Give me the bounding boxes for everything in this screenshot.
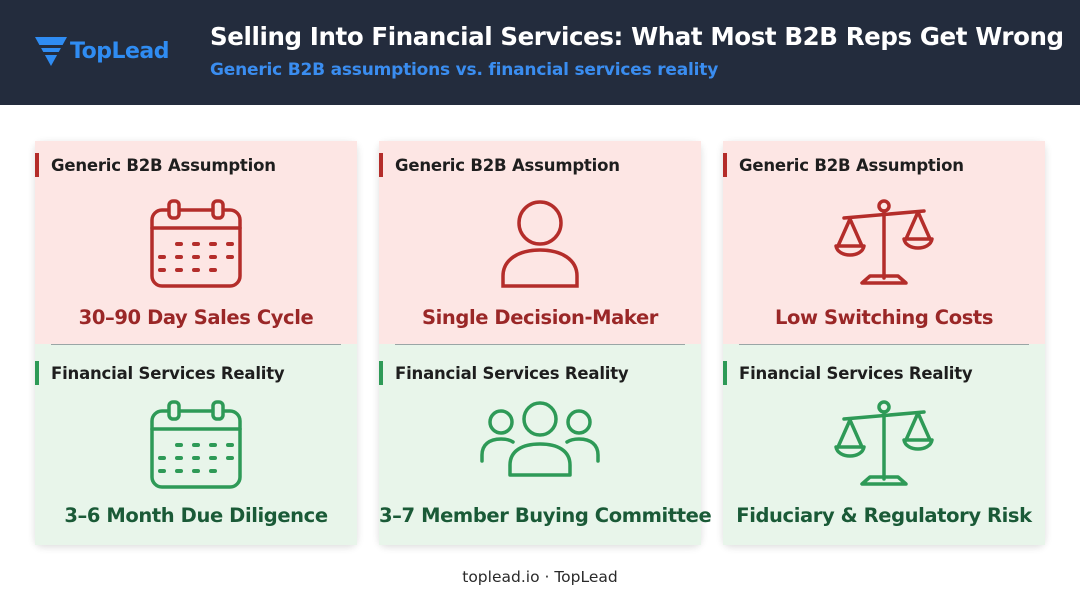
page-subtitle: Generic B2B assumptions vs. financial se…: [210, 60, 719, 80]
reality-label: Financial Services Reality: [379, 361, 701, 385]
logo-text: TopLead: [70, 38, 169, 64]
people-group-icon: [480, 401, 600, 477]
logo[interactable]: TopLead: [34, 33, 184, 69]
reality-text: 3–6 Month Due Diligence: [64, 504, 328, 527]
section-divider: [739, 344, 1029, 345]
assumption-label: Generic B2B Assumption: [723, 153, 1045, 177]
comparison-card-sales-cycle: Generic B2B Assumption 30–90 Day Sales C…: [35, 141, 357, 545]
reality-label: Financial Services Reality: [35, 361, 357, 385]
logo-triangle-icon: [35, 37, 67, 66]
assumption-text: Low Switching Costs: [774, 306, 994, 329]
comparison-card-switching-costs: Generic B2B Assumption Low Switching Cos…: [723, 141, 1045, 545]
assumption-label: Generic B2B Assumption: [379, 153, 701, 177]
page-title: Selling Into Financial Services: What Mo…: [210, 22, 1064, 51]
reality-section: Financial Services Reality 3–6 Month Due…: [35, 344, 357, 545]
reality-section: Financial Services Reality Fiduciary & R…: [723, 344, 1045, 545]
calendar-icon: [150, 199, 242, 288]
person-icon: [501, 200, 579, 288]
assumption-section: Generic B2B Assumption Low Switching Cos…: [723, 141, 1045, 344]
assumption-text: 30–90 Day Sales Cycle: [78, 306, 314, 329]
header: TopLead Selling Into Financial Services:…: [0, 0, 1080, 105]
section-divider: [51, 344, 341, 345]
footer-credit[interactable]: toplead.io · TopLead: [462, 568, 618, 586]
assumption-section: Generic B2B Assumption 30–90 Day Sales C…: [35, 141, 357, 344]
scales-icon: [834, 400, 934, 486]
reality-text: 3–7 Member Buying Committee: [379, 504, 712, 527]
assumption-text: Single Decision-Maker: [421, 306, 659, 329]
reality-section: Financial Services Reality 3–7 Member Bu…: [379, 344, 712, 545]
reality-text: Fiduciary & Regulatory Risk: [736, 504, 1032, 527]
scales-icon: [834, 199, 934, 285]
section-divider: [395, 344, 685, 345]
assumption-label: Generic B2B Assumption: [35, 153, 357, 177]
calendar-icon: [150, 400, 242, 489]
comparison-card-decision-maker: Generic B2B Assumption Single Decision-M…: [379, 141, 712, 545]
assumption-section: Generic B2B Assumption Single Decision-M…: [379, 141, 701, 344]
reality-label: Financial Services Reality: [723, 361, 1045, 385]
